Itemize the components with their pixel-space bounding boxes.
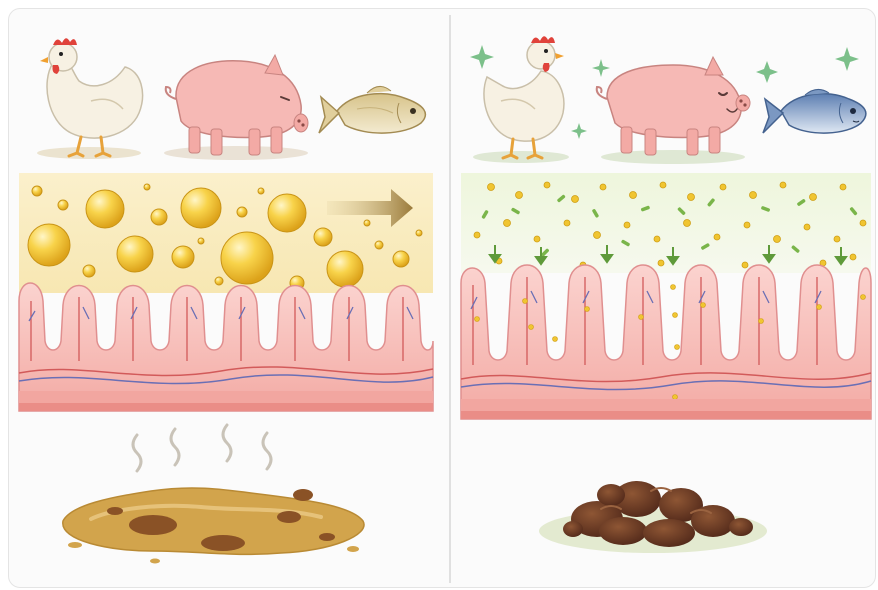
pig-icon: [597, 57, 750, 164]
illustration-frame: [8, 8, 876, 588]
firm-manure-icon: [539, 481, 767, 553]
stink-lines-icon: [133, 425, 271, 471]
intestinal-wall-right: [461, 265, 871, 419]
chicken-icon: [37, 38, 143, 159]
intestinal-wall-left: [19, 283, 433, 411]
right-panel: [461, 36, 871, 553]
diagram-canvas: [9, 9, 875, 587]
left-panel: [19, 38, 433, 563]
loose-manure-icon: [63, 488, 364, 564]
pig-icon: [164, 55, 308, 160]
gut-lumen-right: [461, 173, 871, 273]
fish-icon: [763, 89, 866, 133]
gut-lumen-left: [19, 173, 433, 293]
fish-icon: [319, 86, 425, 133]
